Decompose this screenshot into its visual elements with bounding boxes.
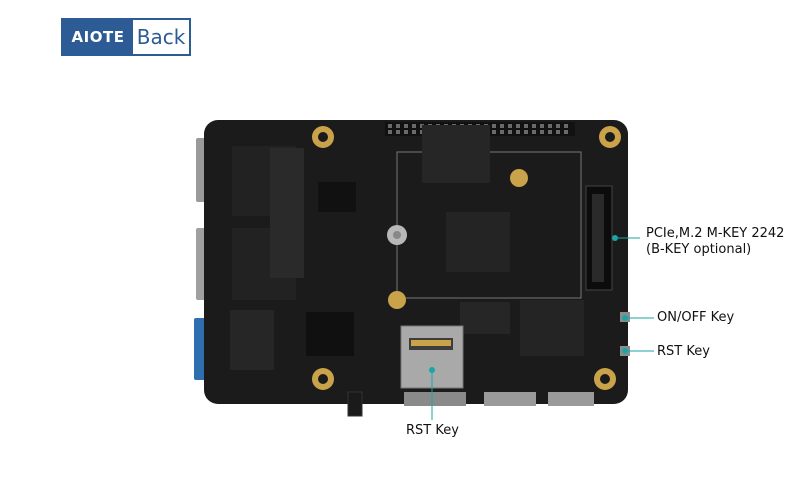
chip-1 [318, 182, 356, 212]
chip-soc [422, 125, 490, 183]
brand-logo: AIOTE [63, 20, 133, 54]
bottom-port-1 [404, 392, 466, 406]
m2-standoff-1 [510, 169, 528, 187]
m2-standoff-2 [388, 291, 406, 309]
callout-pcie-label: PCIe,M.2 M-KEY 2242 (B-KEY optional) [646, 226, 784, 258]
callout-dot-rst [622, 348, 628, 354]
audio-jack [347, 391, 363, 417]
callout-rst-label: RST Key [657, 344, 710, 359]
connector-block-3 [230, 310, 274, 370]
callout-rst-bottom-label: RST Key [406, 423, 459, 438]
callout-dot-onoff [622, 315, 628, 321]
callout-dot-rst-bottom [429, 367, 435, 373]
callout-dot-pcie [612, 235, 618, 241]
callout-pcie-line1: PCIe,M.2 M-KEY 2242 [646, 226, 785, 241]
chip-pmic [446, 212, 510, 272]
callout-onoff-label: ON/OFF Key [657, 310, 735, 325]
bottom-port-2 [484, 392, 536, 406]
back-button[interactable]: AIOTE Back [61, 18, 191, 56]
callout-pcie-line2: (B-KEY optional) [646, 242, 752, 257]
back-button-label: Back [136, 25, 186, 49]
chip-2 [306, 312, 354, 356]
bottom-port-3 [548, 392, 594, 406]
